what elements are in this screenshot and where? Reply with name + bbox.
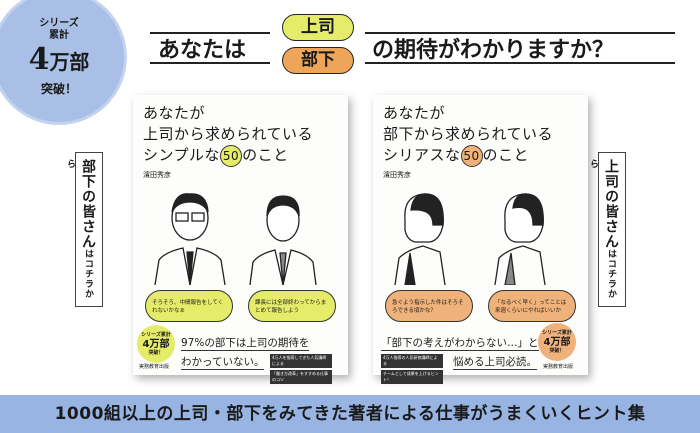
publisher: 実務教育出版	[139, 364, 170, 370]
badge-series: シリーズ	[39, 17, 79, 29]
badge-breakthrough: 突破！	[40, 81, 77, 96]
badge-cumulative: 累計	[49, 29, 69, 41]
book-copy-2: わかっていない。	[181, 356, 265, 370]
illustration-profile-faces	[394, 193, 546, 285]
book-copy-1: 97%の部下は上司の期待を	[181, 337, 310, 351]
publisher: 実務教育出版	[543, 364, 574, 370]
book-copy-2: 悩める上司必読。	[453, 356, 537, 370]
option-subordinate: 部下	[282, 47, 354, 74]
book-author: 濱田秀彦	[383, 171, 411, 179]
bottom-banner: 1000組以上の上司・部下をみてきた著者による仕事がうまくいくヒント集	[0, 395, 700, 433]
side-label-bosses[interactable]: 上司の皆さんはコチラから	[588, 152, 626, 307]
thought-bubble: 「なるべく早く」ってことは来週くらいにやればいいか	[488, 290, 576, 322]
thought-bubble: そろそろ、中間報告をしてくれないかなぁ	[145, 290, 233, 322]
book-notes: 4万人指導の人気研修講師によるチームとして成果を上げるヒント！	[381, 354, 443, 386]
thought-bubble: 急ぐよう指示した件はそろそろできる頃かな？	[385, 290, 473, 322]
book-author: 濱田秀彦	[143, 171, 171, 179]
thought-bubble: 課長には全部終わってからまとめて報告しよう	[248, 290, 336, 322]
side-label-subordinates[interactable]: 部下の皆さんはコチラから	[65, 152, 103, 307]
illustration-front-faces	[154, 193, 317, 285]
headline-suffix: の期待がわかりますか？	[372, 38, 615, 63]
headline-prefix: あなたは	[158, 38, 247, 63]
sales-badge: シリーズ 累計 4万部 突破！	[0, 0, 124, 122]
book-notes: 4万人を指導してきた人気講師による「働き方改革」をすすめる仕事のコツ	[270, 354, 332, 386]
book-copy-1: 「部下の考えがわからない…」と	[381, 337, 539, 351]
badge-count: 4万部	[28, 41, 90, 77]
headline: あなたは 上司 部下 の期待がわかりますか？	[150, 12, 675, 76]
option-boss: 上司	[282, 14, 354, 41]
